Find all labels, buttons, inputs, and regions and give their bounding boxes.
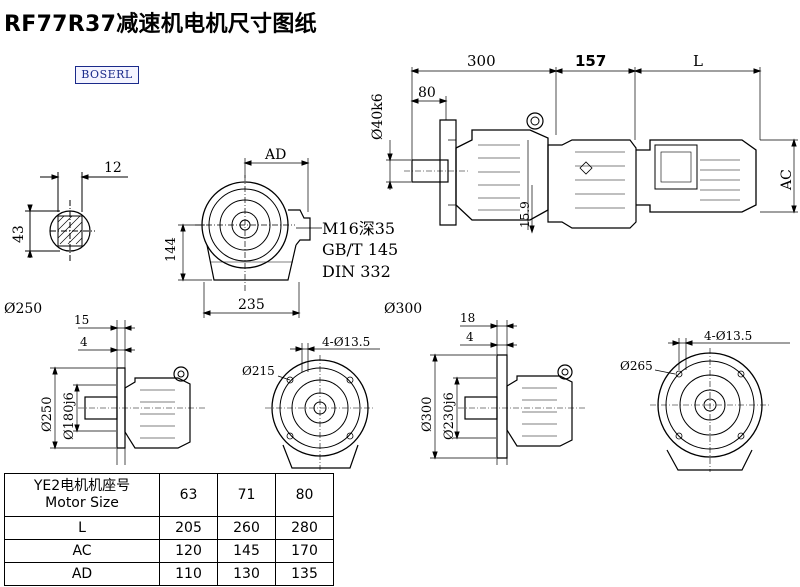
motor-size-80: 80	[275, 473, 334, 517]
flange-300-dim-pcd: Ø265	[620, 359, 653, 373]
side-dim-ac: AC	[779, 169, 795, 191]
table-header-row: YE2电机机座号 Motor Size 63 71 80	[4, 473, 334, 517]
flange-250-dim-15: 15	[74, 313, 89, 327]
table-row-ad: AD 110 130 135	[4, 562, 334, 586]
side-dim-shaft-diameter: Ø40k6	[370, 93, 386, 140]
motor-size-63: 63	[159, 473, 218, 517]
flange-250-dim-4: 4	[80, 335, 88, 349]
row-label: AD	[4, 562, 160, 586]
side-dim-l: L	[693, 52, 703, 70]
table-cell: 170	[275, 539, 334, 563]
table-cell: 130	[217, 562, 276, 586]
flange-300-front	[650, 338, 790, 472]
flange-250-dim-pcd: Ø215	[242, 364, 275, 378]
table-header-cell: YE2电机机座号 Motor Size	[4, 473, 160, 517]
table-cell: 110	[159, 562, 218, 586]
standard-gb-label: GB/T 145	[322, 240, 398, 259]
table-row-ac: AC 120 145 170	[4, 539, 334, 563]
front-dim-ad: AD	[264, 147, 286, 163]
keyway-section	[25, 172, 128, 262]
flange-250-dim-spigot: Ø180j6	[62, 392, 77, 440]
brand-logo: BOSERL	[75, 66, 139, 84]
flange-300-dim-spigot: Ø230j6	[442, 392, 457, 440]
side-dim-300: 300	[467, 52, 496, 70]
keyway-dim-12: 12	[104, 160, 122, 176]
keyway-dim-43: 43	[11, 225, 27, 243]
flange-300-side	[430, 320, 585, 465]
page-title: RF77R37减速机电机尺寸图纸	[4, 12, 317, 37]
motor-size-table: YE2电机机座号 Motor Size 63 71 80 L 205 260 2…	[4, 473, 334, 586]
row-label: L	[4, 516, 160, 540]
table-cell: 260	[217, 516, 276, 540]
side-view	[386, 67, 798, 234]
table-cell: 205	[159, 516, 218, 540]
front-view	[178, 158, 311, 318]
motor-size-71: 71	[217, 473, 276, 517]
flange-250-side	[50, 320, 205, 465]
flange-300-dim-18: 18	[460, 311, 475, 325]
flange-250-dim-holes: 4-Ø13.5	[322, 335, 370, 349]
flange-250-front	[265, 343, 380, 470]
side-dim-157: 157	[575, 52, 606, 70]
side-dim-80: 80	[418, 85, 436, 101]
standard-din-label: DIN 332	[322, 262, 391, 281]
table-header-cn: YE2电机机座号	[33, 478, 131, 494]
flange-300-dim-outer: Ø300	[420, 397, 435, 432]
side-dim-15-9: 15.9	[518, 201, 532, 228]
flange-300-label: Ø300	[384, 301, 422, 317]
table-header-en: Motor Size	[45, 495, 119, 511]
table-cell: 120	[159, 539, 218, 563]
flange-300-dim-holes: 4-Ø13.5	[704, 329, 752, 343]
flange-250-label: Ø250	[4, 301, 42, 317]
flange-300-dim-4: 4	[466, 330, 474, 344]
table-cell: 280	[275, 516, 334, 540]
table-cell: 135	[275, 562, 334, 586]
front-dim-235: 235	[238, 297, 265, 313]
thread-label: M16深35	[322, 219, 395, 238]
table-cell: 145	[217, 539, 276, 563]
table-row-l: L 205 260 280	[4, 516, 334, 540]
front-dim-144: 144	[164, 237, 179, 262]
row-label: AC	[4, 539, 160, 563]
flange-250-dim-outer: Ø250	[40, 397, 55, 432]
